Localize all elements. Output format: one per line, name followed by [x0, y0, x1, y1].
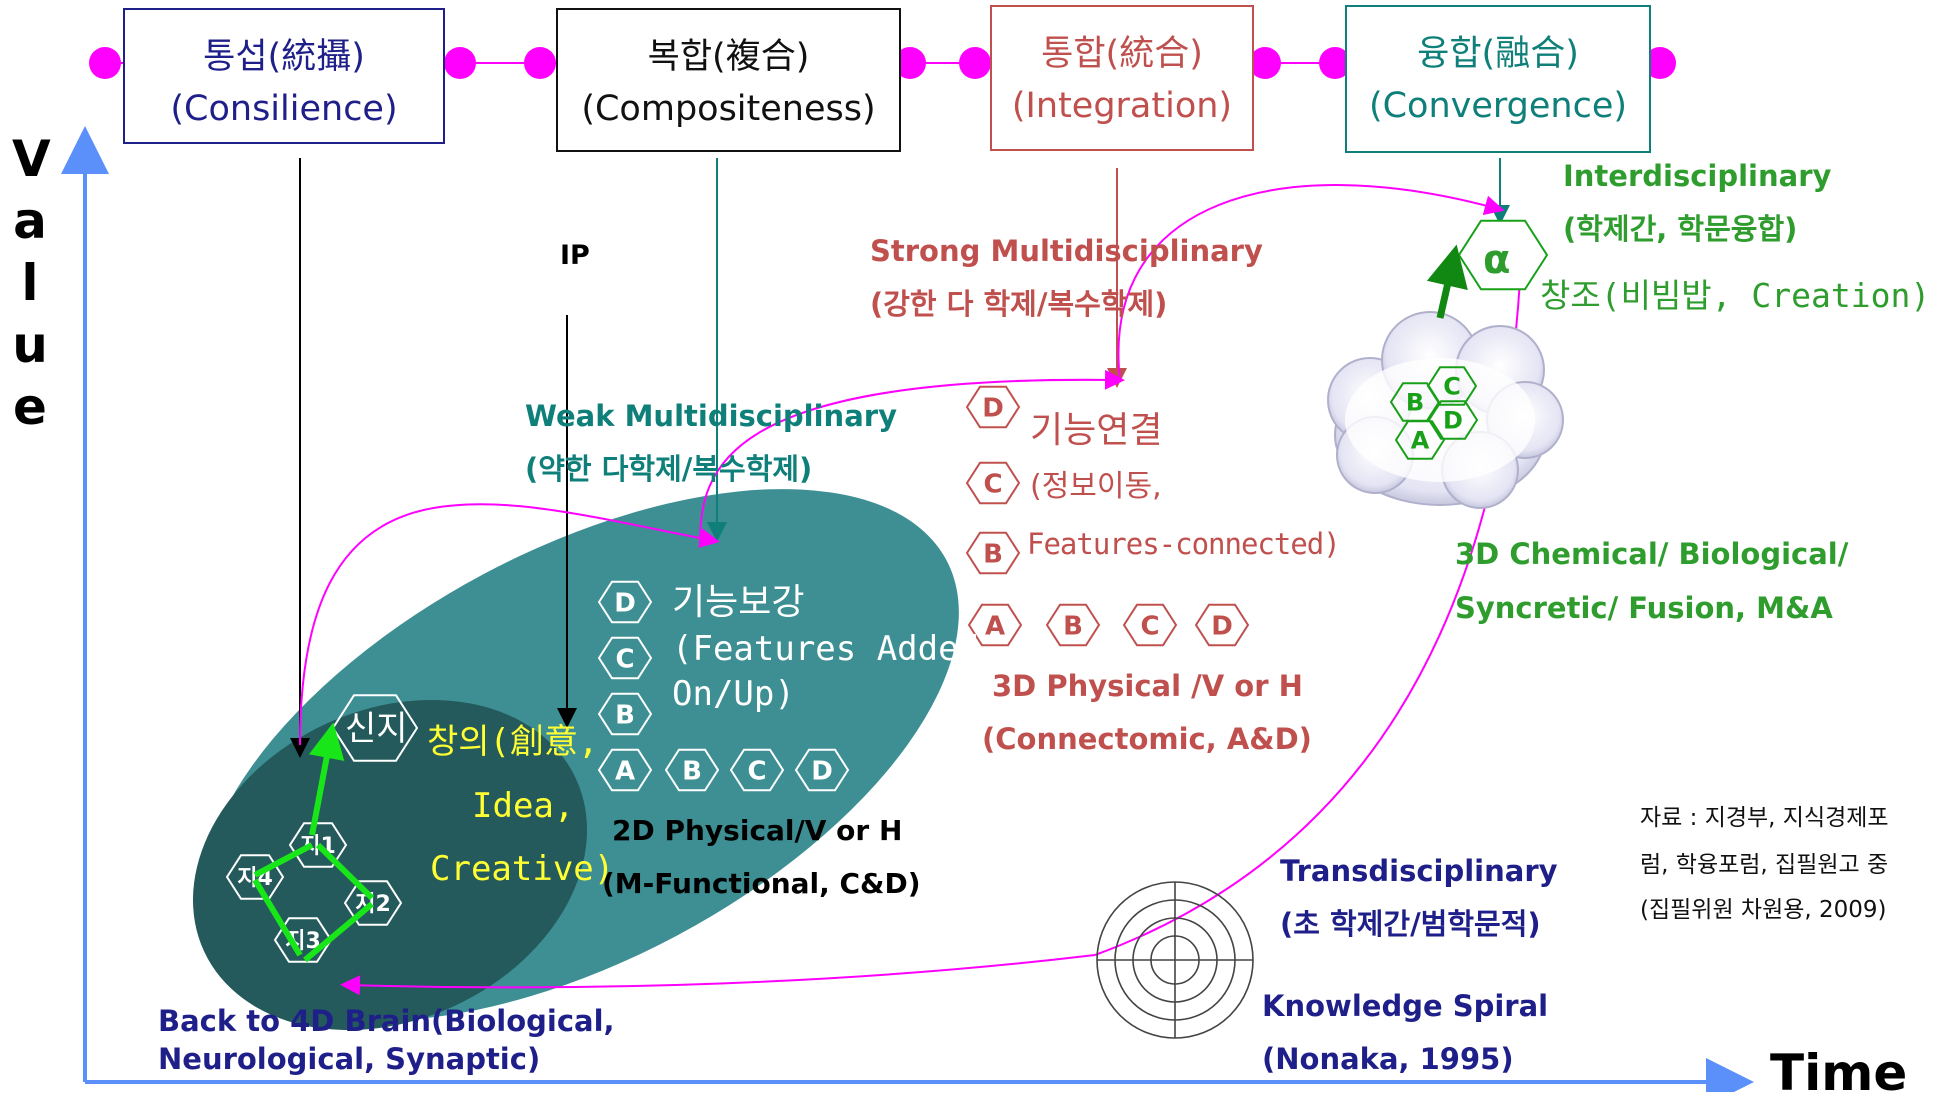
chem-caption2: Syncretic/ Fusion, M&A: [1455, 591, 1833, 625]
hex-cloud-a-label: A: [1411, 427, 1430, 455]
x-axis-label: Time: [1770, 1044, 1908, 1102]
hex-brain-node1-hex: [288, 822, 348, 868]
hex-2d-c-vert-label: C: [615, 644, 634, 674]
hex-3d-d-horz-hex: [1194, 603, 1250, 647]
brain-top-label: 신지: [345, 709, 408, 749]
source-line2: 럼, 학융포럼, 집필원고 중: [1640, 852, 1889, 878]
hex-cloud-c-hex: [1426, 366, 1478, 406]
hex-3d-b-vert-label: B: [983, 539, 1003, 569]
strong-title: Strong Multidisciplinary: [870, 234, 1263, 268]
box-compositeness-english: (Compositeness): [581, 89, 876, 129]
hex-3d-d-horz-label: D: [1211, 611, 1233, 641]
inter-subtitle: (학제간, 학문융합): [1563, 212, 1798, 246]
added-title: 기능보강: [672, 582, 805, 623]
inner-ellipse: [192, 699, 588, 1031]
box-compositeness: 복합(複合) (Compositeness): [556, 8, 901, 152]
trans-title: Transdisciplinary: [1280, 854, 1558, 888]
source-line3: (집필위원 차원용, 2009): [1640, 897, 1887, 923]
chem-caption1: 3D Chemical/ Biological/: [1455, 537, 1849, 571]
connected-sub1: (정보이동,: [1030, 469, 1162, 504]
box-convergence-korean: 융합(融合): [1417, 34, 1579, 74]
hex-3d-d-vert-hex: [965, 385, 1021, 429]
hex-3d-c-horz-label: C: [1140, 611, 1159, 641]
connected-title: 기능연결: [1030, 410, 1163, 451]
hex-brain-node3-hex: [273, 917, 333, 963]
2d-physical-caption: 2D Physical/V or H: [612, 814, 903, 847]
hex-brain-node2-hex: [343, 880, 403, 926]
hex-cloud-a-hex: [1394, 420, 1446, 460]
hex-2d-b-horz-hex: [664, 748, 720, 792]
hex-2d-d-horz-label: D: [811, 756, 833, 786]
hex-3d-d-vert-label: D: [982, 393, 1004, 423]
hex-2d-c-vert-hex: [597, 636, 653, 680]
3d-connectomic-caption: (Connectomic, A&D): [982, 722, 1312, 756]
hex-cloud-d-hex: [1427, 400, 1479, 440]
hex-2d-d-vert-hex: [597, 580, 653, 624]
hex-2d-c-horz-hex: [729, 748, 785, 792]
idea-line2: Idea,: [472, 786, 575, 826]
hex-3d-b-vert-hex: [965, 531, 1021, 575]
hex-2d-c-horz-label: C: [747, 756, 766, 786]
hex-3d-c-vert-label: C: [983, 469, 1002, 499]
back-line1: Back to 4D Brain(Biological,: [158, 1004, 615, 1038]
inter-title: Interdisciplinary: [1563, 159, 1832, 193]
hex-3d-a-label: A: [985, 611, 1005, 641]
back-line2: Neurological, Synaptic): [158, 1042, 541, 1076]
creation-label: 창조(비빔밥, Creation): [1540, 276, 1931, 315]
box-consilience: 통섭(統攝) (Consilience): [123, 8, 445, 144]
box-compositeness-korean: 복합(複合): [647, 37, 810, 77]
alpha-label: α: [1483, 237, 1511, 283]
weak-title: Weak Multidisciplinary: [525, 399, 897, 433]
connected-sub2: Features-connected): [1027, 527, 1341, 561]
alpha-arrow: [1426, 244, 1468, 319]
box-consilience-korean: 통섭(統攝): [203, 37, 365, 77]
spiral-subtitle: (Nonaka, 1995): [1262, 1042, 1514, 1076]
hex-2d-b-horz-label: B: [682, 756, 702, 786]
added-sub2: On/Up): [672, 674, 795, 714]
hex-2d-a-hex: [597, 748, 653, 792]
hex-cloud-c-label: C: [1443, 373, 1461, 401]
hex-2d-b-vert-hex: [597, 692, 653, 736]
3d-physical-caption: 3D Physical /V or H: [992, 669, 1303, 703]
spiral-title: Knowledge Spiral: [1262, 989, 1549, 1023]
box-integration-english: (Integration): [1011, 86, 1233, 126]
knowledge-spiral: [1096, 881, 1254, 1039]
hex-cloud-b-label: B: [1406, 389, 1424, 417]
source-line1: 자료 : 지경부, 지식경제포: [1640, 805, 1889, 831]
hex-cloud-d-label: D: [1443, 407, 1463, 435]
weak-subtitle: (약한 다학제/복수학제): [525, 452, 813, 486]
hex-3d-c-vert-hex: [965, 461, 1021, 505]
hex-2d-b-vert-label: B: [615, 700, 635, 730]
hex-2d-d-horz-hex: [794, 748, 850, 792]
hex-3d-b-horz-hex: [1045, 603, 1101, 647]
2d-functional-caption: (M-Functional, C&D): [602, 867, 921, 900]
idea-line3: Creative): [430, 849, 615, 889]
hex-2d-d-vert-label: D: [614, 588, 636, 618]
hex-3d-c-horz-hex: [1122, 603, 1178, 647]
box-convergence: 융합(融合) (Convergence): [1345, 5, 1651, 153]
hex-2d-a-label: A: [615, 756, 635, 786]
hex-3d-b-horz-label: B: [1063, 611, 1083, 641]
idea-line1: 창의(創意,: [427, 722, 599, 762]
cloud-shape: [1327, 311, 1564, 509]
trans-subtitle: (초 학제간/범학문적): [1280, 907, 1541, 941]
box-convergence-english: (Convergence): [1368, 86, 1628, 126]
ip-label: IP: [560, 240, 590, 271]
box-integration: 통합(統合) (Integration): [990, 5, 1254, 151]
box-consilience-english: (Consilience): [170, 89, 398, 129]
hex-cloud-b-hex: [1389, 382, 1441, 422]
hex-3d-a-hex: [967, 603, 1023, 647]
strong-subtitle: (강한 다 학제/복수학제): [870, 287, 1168, 321]
added-sub1: (Features Added: [672, 629, 980, 669]
box-integration-korean: 통합(統合): [1041, 34, 1203, 74]
connector-dots: [89, 47, 1676, 79]
brain-network-links: [252, 722, 375, 963]
